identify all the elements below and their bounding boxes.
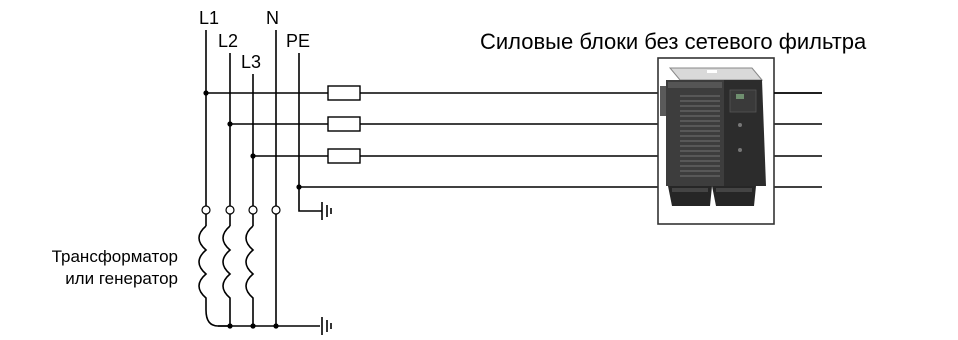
terminal-l2 xyxy=(225,205,235,215)
terminal-l1 xyxy=(201,205,211,215)
pe-ground-branch xyxy=(298,187,322,212)
source-label-line1: Трансформатор xyxy=(52,247,178,266)
ground-icon xyxy=(321,202,332,220)
ground-icon xyxy=(321,317,332,335)
terminal-l3 xyxy=(248,205,258,215)
label-l1: L1 xyxy=(199,8,219,28)
fuse-icon xyxy=(327,116,361,132)
fuse-icon xyxy=(327,148,361,164)
fuse-icon xyxy=(327,85,361,101)
source-label-line2: или генератор xyxy=(65,269,178,288)
label-n: N xyxy=(266,8,279,28)
diagram-title: Силовые блоки без сетевого фильтра xyxy=(480,29,867,54)
label-pe: PE xyxy=(286,31,310,51)
power-unit-image xyxy=(660,67,766,206)
terminal-n xyxy=(271,205,281,215)
label-l3: L3 xyxy=(241,52,261,72)
transformer-winding-icon xyxy=(198,225,255,327)
label-l2: L2 xyxy=(218,31,238,51)
